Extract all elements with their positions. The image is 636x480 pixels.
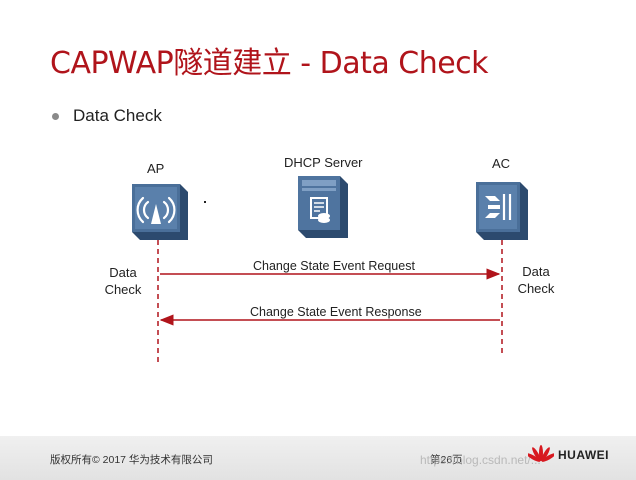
huawei-logo-icon [528, 445, 554, 462]
bullet-dot-icon [52, 112, 59, 120]
dhcp-server-icon [298, 172, 348, 243]
stray-dot [204, 201, 206, 203]
ap-data-check-line2: Check [104, 282, 142, 297]
bullet-text: Data Check [73, 106, 162, 125]
huawei-brand: HUAWEI [528, 444, 609, 466]
response-label: Change State Event Response [250, 305, 422, 319]
watermark-text: https://blog.csdn.net/... [420, 453, 541, 467]
ap-data-check-label: Data Check [98, 264, 148, 298]
ac-label: AC [492, 156, 511, 171]
request-label: Change State Event Request [253, 259, 415, 273]
wireless-ap-icon [132, 180, 188, 245]
access-controller-icon [476, 178, 528, 245]
footer-bar: 版权所有© 2017 华为技术有限公司 第26页 https://blog.cs… [0, 436, 636, 480]
ac-data-check-line1: Data [522, 264, 550, 279]
brand-name: HUAWEI [558, 448, 609, 462]
ap-label: AP [147, 161, 165, 176]
ap-data-check-line1: Data [109, 265, 137, 280]
ac-data-check-line2: Check [517, 281, 555, 296]
ac-data-check-label: Data Check [511, 263, 561, 297]
copyright-text: 版权所有© 2017 华为技术有限公司 [50, 454, 213, 466]
page-number: 第26页 [430, 454, 463, 466]
dhcp-server-label: DHCP Server [284, 155, 363, 170]
slide-title: CAPWAP隧道建立 - Data Check [50, 46, 489, 81]
bullet-item: Data Check [52, 106, 162, 126]
